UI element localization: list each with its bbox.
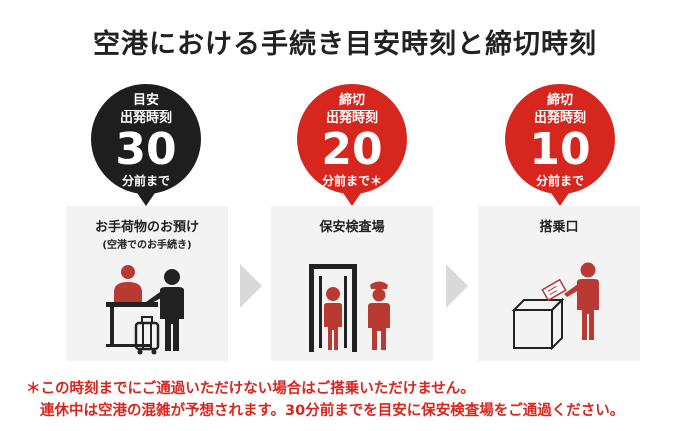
card-security-check: 保安検査場 bbox=[271, 206, 433, 361]
baggage-counter-icon bbox=[106, 265, 184, 355]
badge-shape bbox=[91, 84, 201, 206]
card-boarding-gate: 搭乗口 bbox=[478, 206, 640, 361]
notice-text: ＊この時刻までにご通過いただけない場合はご搭乗いただけません。 連休中は空港の混… bbox=[26, 378, 624, 422]
chevron-right-icon bbox=[240, 264, 262, 308]
deadline-badge-gate: 締切 出発時刻 10 分前まで bbox=[501, 82, 619, 207]
badge-minutes: 20 bbox=[321, 124, 383, 175]
security-gate-icon bbox=[309, 264, 390, 352]
badge-minutes: 10 bbox=[529, 124, 591, 175]
badge-label: 締切 bbox=[338, 93, 365, 108]
badge-departure: 出発時刻 bbox=[533, 111, 586, 126]
deadline-badge-security: 締切 出発時刻 20 分前まで＊ bbox=[293, 82, 411, 207]
card-subtitle: (空港でのお手続き) bbox=[102, 240, 192, 251]
card-title: お手荷物のお預け bbox=[94, 220, 199, 235]
badge-label: 目安 bbox=[132, 93, 159, 108]
badge-label: 締切 bbox=[546, 93, 573, 108]
card-baggage-drop: お手荷物のお預け (空港でのお手続き) bbox=[66, 206, 228, 361]
badge-shape bbox=[297, 84, 407, 206]
badge-divider bbox=[330, 110, 374, 111]
card-title: 保安検査場 bbox=[319, 220, 385, 235]
notice-line-2: 連休中は空港の混雑が予想されます。30分前までを目安に保安検査場をご通過ください… bbox=[40, 403, 625, 419]
badge-minutes: 30 bbox=[115, 124, 177, 175]
badge-departure: 出発時刻 bbox=[119, 111, 172, 126]
badge-unit: 分前まで bbox=[535, 174, 584, 188]
badge-departure: 出発時刻 bbox=[325, 111, 378, 126]
card-title: 搭乗口 bbox=[539, 220, 579, 235]
deadline-badge-baggage: 目安 出発時刻 30 分前まで bbox=[87, 82, 205, 207]
badge-divider bbox=[124, 110, 168, 111]
badge-unit: 分前まで＊ bbox=[321, 174, 382, 188]
chevron-right-icon bbox=[446, 264, 468, 308]
page-title: 空港における手続き目安時刻と締切時刻 bbox=[93, 29, 597, 60]
notice-line-1: ＊この時刻までにご通過いただけない場合はご搭乗いただけません。 bbox=[26, 381, 475, 397]
badge-divider bbox=[538, 110, 582, 111]
badge-unit: 分前まで bbox=[121, 174, 170, 188]
badge-shape bbox=[505, 84, 615, 206]
boarding-gate-icon bbox=[511, 262, 599, 351]
